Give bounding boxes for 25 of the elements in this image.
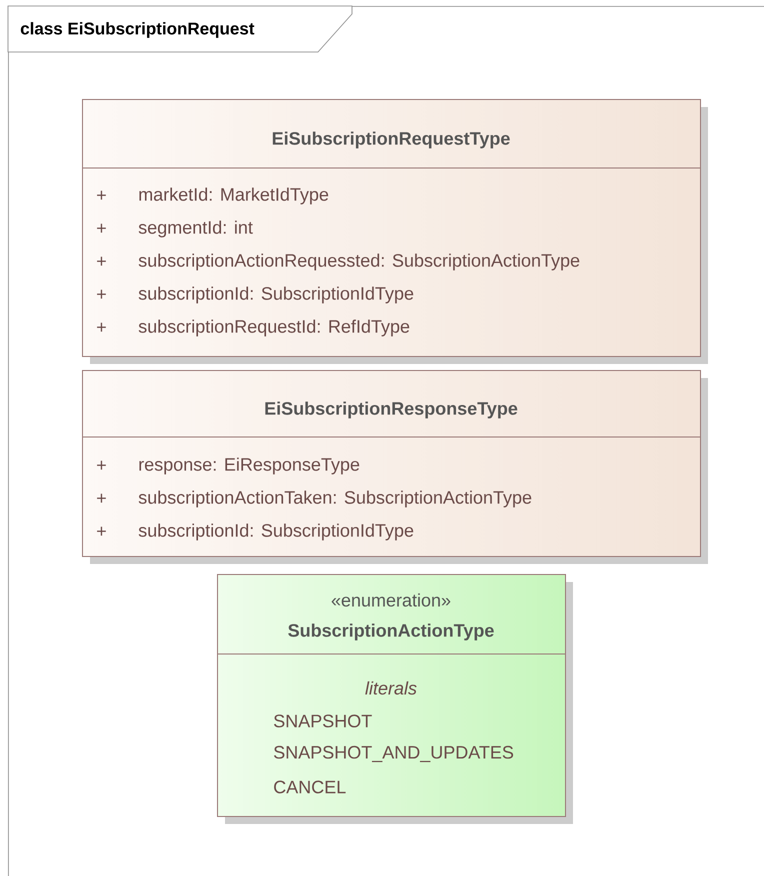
attribute-text: subscriptionActionRequessted: SubscriptionActionType (138, 254, 580, 270)
visibility-marker: + (97, 290, 106, 299)
literal-text: SNAPSHOT (274, 714, 372, 728)
visibility-marker: + (97, 224, 106, 233)
visibility-marker: + (97, 322, 106, 332)
attribute-text: response: EiResponseType (139, 458, 360, 474)
class-name: EiSubscriptionResponseType (265, 402, 518, 418)
class-name: EiSubscriptionRequestType (272, 132, 510, 148)
section-title: literals (365, 681, 417, 695)
attribute-text: subscriptionId: SubscriptionIdType (138, 286, 414, 304)
attribute-text: marketId: MarketIdType (139, 188, 328, 204)
class-name: SubscriptionActionType (288, 624, 494, 640)
visibility-marker: + (97, 526, 106, 536)
literal-text: CANCEL (274, 780, 346, 794)
attribute-text: subscriptionRequestId: RefIdType (138, 320, 410, 336)
attribute-text: subscriptionId: SubscriptionIdType (138, 524, 414, 540)
literal-text: SNAPSHOT_AND_UPDATES (274, 746, 514, 762)
stereotype: «enumeration» (332, 593, 450, 607)
attribute-text: segmentId: int (138, 220, 253, 238)
attribute-text: subscriptionActionTaken: SubscriptionActionType (138, 490, 532, 508)
visibility-marker: + (97, 190, 106, 200)
visibility-marker: + (97, 494, 106, 503)
visibility-marker: + (97, 460, 106, 470)
visibility-marker: + (97, 256, 106, 266)
frame-title-tab: class EiSubscriptionRequest (8, 6, 352, 52)
